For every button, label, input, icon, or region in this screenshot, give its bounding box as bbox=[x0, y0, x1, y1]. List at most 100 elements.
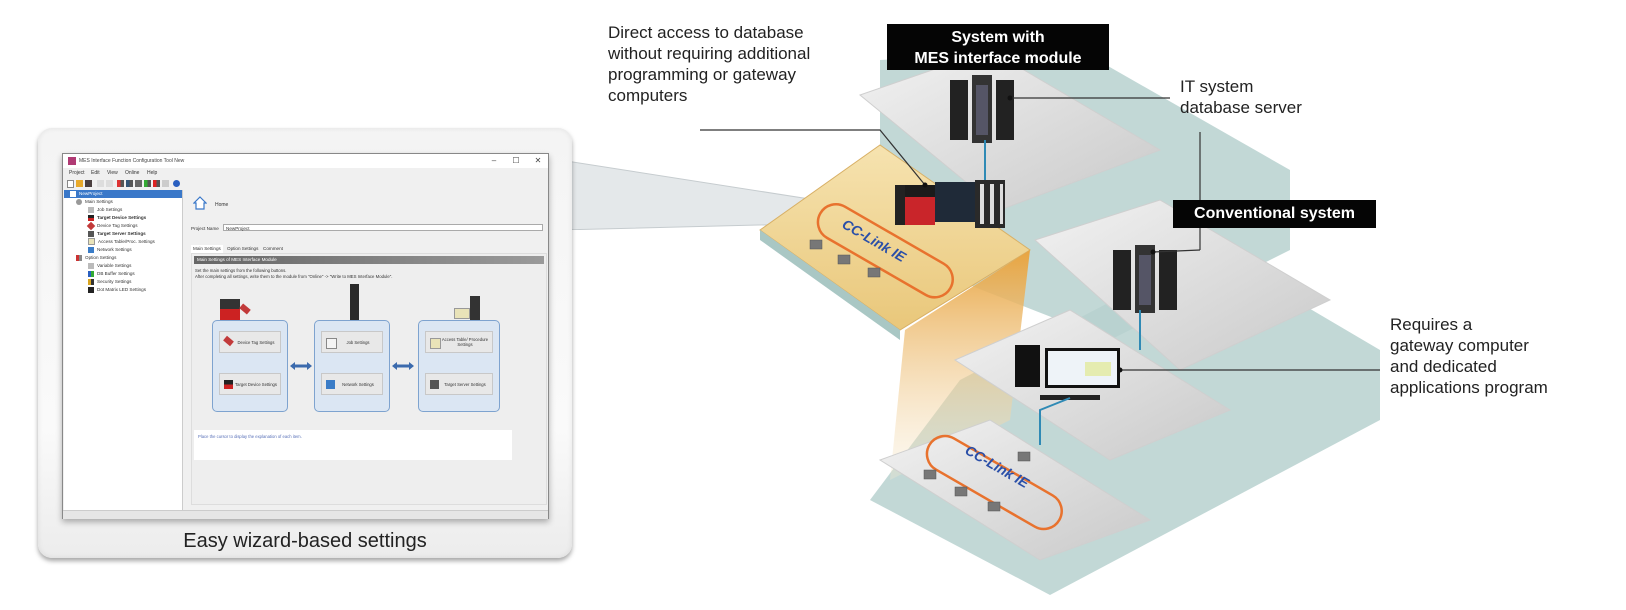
help-icon[interactable] bbox=[173, 180, 180, 187]
menu-bar: Project Edit View Online Help bbox=[63, 169, 548, 178]
field-device-icon bbox=[809, 239, 823, 250]
server-icon bbox=[88, 230, 94, 237]
open-icon[interactable] bbox=[76, 180, 83, 187]
close-button[interactable]: ✕ bbox=[534, 156, 542, 165]
tree-item-security-settings[interactable]: Security Settings bbox=[64, 278, 182, 286]
security-icon bbox=[88, 278, 94, 285]
access-table-settings-button[interactable]: Access Table/ Procedure Settings bbox=[425, 331, 493, 353]
field-device-icon bbox=[837, 254, 851, 265]
tree-item-db-buffer-settings[interactable]: DB Buffer Settings bbox=[64, 270, 182, 278]
link-gateway-network bbox=[1039, 397, 1071, 445]
plc-icon bbox=[224, 380, 233, 389]
plane-conventional-server bbox=[1034, 199, 1332, 371]
label-it-server: IT system database server bbox=[1180, 77, 1302, 117]
tree-item-target-device-settings[interactable]: Target Device Settings bbox=[64, 214, 182, 222]
monitor-icon[interactable] bbox=[162, 180, 169, 187]
double-arrow-icon bbox=[290, 362, 312, 370]
hint-box: Place the cursor to display the explanat… bbox=[194, 430, 512, 460]
network-icon bbox=[88, 246, 94, 253]
menu-project[interactable]: Project bbox=[69, 170, 85, 176]
tree-item-variable-settings[interactable]: Variable Settings bbox=[64, 262, 182, 270]
badge-mes-system: System with MES interface module bbox=[887, 24, 1109, 70]
badge-conventional-system: Conventional system bbox=[1173, 200, 1376, 228]
save-icon[interactable] bbox=[85, 180, 92, 187]
field-devices-lower bbox=[923, 451, 1031, 512]
tree-item-network-settings[interactable]: Network Settings bbox=[64, 246, 182, 254]
menu-edit[interactable]: Edit bbox=[91, 170, 100, 176]
new-icon[interactable] bbox=[67, 180, 74, 188]
network-icon bbox=[326, 380, 335, 389]
menu-help[interactable]: Help bbox=[147, 170, 158, 176]
copy-icon[interactable] bbox=[106, 180, 113, 187]
system-diagram: CC-Link IE CC-Link IE bbox=[700, 49, 1380, 595]
job-icon bbox=[88, 206, 94, 213]
tree-item-job-settings[interactable]: Job Settings bbox=[64, 206, 182, 214]
app-icon bbox=[68, 157, 76, 165]
write-icon[interactable] bbox=[126, 180, 133, 187]
maximize-button[interactable]: ☐ bbox=[512, 156, 520, 165]
cc-link-ring-upper bbox=[816, 203, 954, 299]
plc-icon bbox=[88, 214, 94, 221]
tree-item-option-settings[interactable]: Option Settings bbox=[64, 254, 182, 262]
tag-icon bbox=[223, 335, 234, 347]
server-icon bbox=[470, 296, 480, 320]
double-arrow-icon bbox=[392, 362, 414, 370]
plane-mes-edge bbox=[760, 230, 900, 340]
tree-item-newproject[interactable]: NewProject bbox=[64, 190, 182, 198]
verify-icon[interactable] bbox=[135, 180, 142, 187]
minimize-button[interactable]: – bbox=[491, 156, 497, 165]
tree-item-target-server-settings[interactable]: Target Server Settings bbox=[64, 230, 182, 238]
server-icon bbox=[430, 380, 439, 389]
tab-comment[interactable]: Comment bbox=[263, 246, 283, 251]
toolbar bbox=[65, 179, 265, 189]
gateway-computer-icon bbox=[1015, 345, 1120, 400]
mes-plc-icon bbox=[895, 180, 1005, 228]
connect-icon[interactable] bbox=[144, 180, 151, 187]
main-settings-panel: Main Settings of MES Interface Module Se… bbox=[191, 253, 547, 505]
app-window: MES Interface Function Configuration Too… bbox=[62, 153, 549, 519]
panel-description-2: After completing all settings, write the… bbox=[195, 274, 393, 279]
panel-title: Main Settings of MES Interface Module bbox=[194, 256, 544, 264]
variable-icon bbox=[88, 262, 94, 269]
disconnect-icon[interactable] bbox=[153, 180, 160, 187]
tree-item-access-table-settings[interactable]: Access Table/Proc. Settings bbox=[64, 238, 182, 246]
project-tree: NewProject Main Settings Job Settings Ta… bbox=[64, 190, 183, 510]
panel-description: Set the main settings from the following… bbox=[195, 268, 287, 273]
home-icon[interactable] bbox=[193, 196, 207, 210]
options-icon bbox=[76, 254, 82, 261]
job-settings-button[interactable]: Job Settings bbox=[321, 331, 383, 353]
tab-option-settings[interactable]: Option Settings bbox=[227, 246, 259, 251]
home-label: Home bbox=[215, 202, 229, 208]
leader-direct-access bbox=[700, 129, 926, 186]
cc-link-ring-lower bbox=[925, 434, 1063, 531]
status-bar bbox=[63, 510, 548, 519]
device-tag-settings-button[interactable]: Device Tag Settings bbox=[219, 331, 281, 353]
it-database-server-icon bbox=[950, 75, 1014, 143]
conventional-server-icon bbox=[1113, 245, 1177, 313]
table-icon bbox=[88, 238, 95, 246]
gear-icon bbox=[76, 198, 82, 205]
mes-module-icon bbox=[350, 284, 359, 322]
led-icon bbox=[88, 286, 94, 293]
window-title: MES Interface Function Configuration Too… bbox=[79, 158, 185, 164]
field-device-icon bbox=[923, 469, 937, 480]
tree-item-dot-matrix-led-settings[interactable]: Dot Matrix LED Settings bbox=[64, 286, 182, 294]
group-server: Access Table/ Procedure Settings Target … bbox=[418, 320, 500, 412]
field-device-icon bbox=[954, 486, 968, 497]
project-name-input[interactable]: NewProject bbox=[223, 224, 543, 231]
menu-view[interactable]: View bbox=[107, 170, 118, 176]
tree-item-device-tag-settings[interactable]: Device Tag Settings bbox=[64, 221, 182, 231]
group-job: Job Settings Network Settings bbox=[314, 320, 390, 412]
db-buffer-icon bbox=[88, 270, 94, 277]
read-icon[interactable] bbox=[117, 180, 124, 187]
tree-item-main-settings[interactable]: Main Settings bbox=[64, 198, 182, 206]
target-server-settings-button[interactable]: Target Server Settings bbox=[425, 373, 493, 395]
job-icon bbox=[326, 338, 337, 349]
caption: Easy wizard-based settings bbox=[183, 530, 427, 552]
cut-icon[interactable] bbox=[97, 180, 104, 187]
target-device-settings-button[interactable]: Target Device Settings bbox=[219, 373, 281, 395]
menu-online[interactable]: Online bbox=[125, 170, 140, 176]
tab-main-settings[interactable]: Main Settings bbox=[191, 245, 223, 253]
label-gateway: Requires a gateway computer and dedicate… bbox=[1390, 315, 1548, 397]
network-settings-button[interactable]: Network Settings bbox=[321, 373, 383, 395]
